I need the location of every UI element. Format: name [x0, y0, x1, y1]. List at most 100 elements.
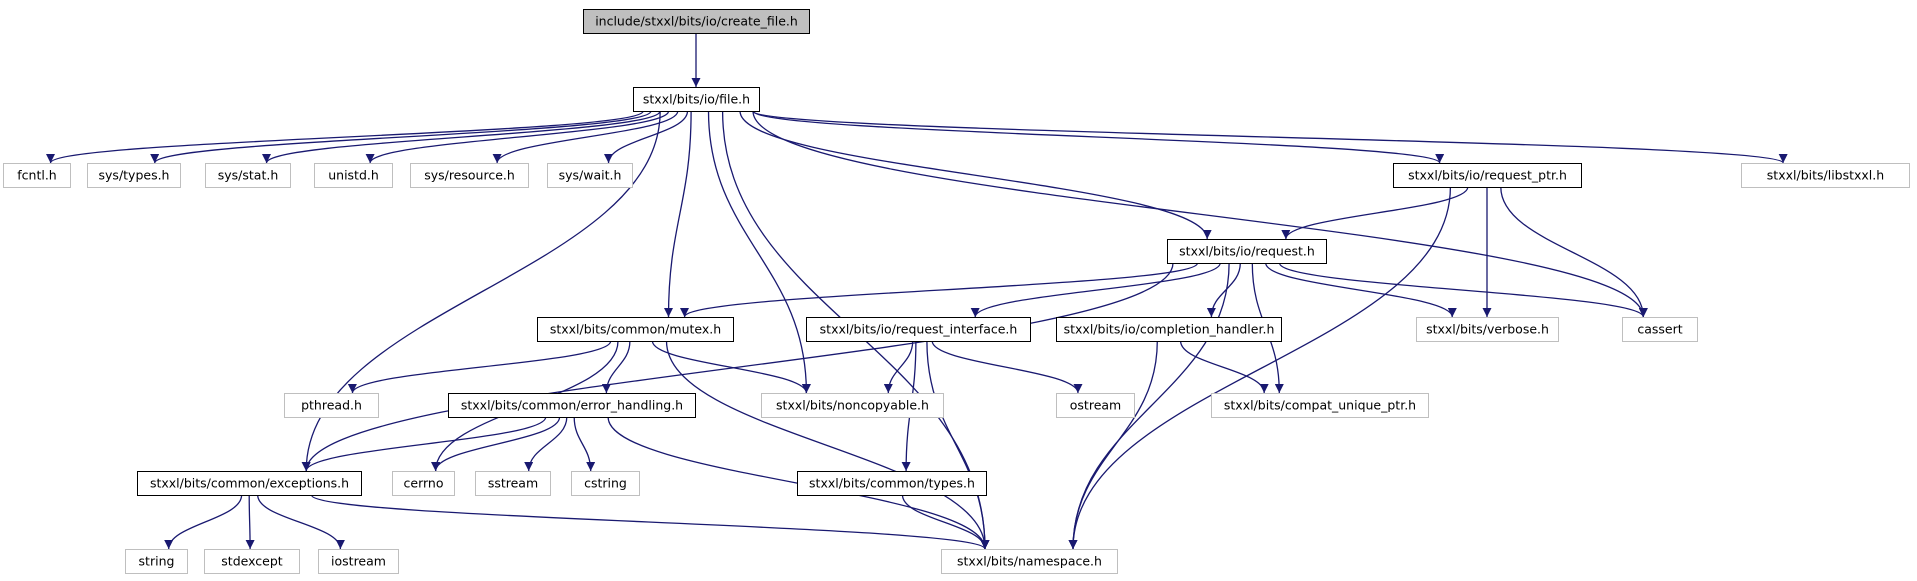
edge-mutex-to-namespace — [665, 340, 990, 550]
node-box — [475, 471, 551, 496]
edge-file-to-request_ptr — [752, 110, 1444, 164]
edge-exceptions-to-string — [164, 494, 243, 550]
edge-error_handling-to-cerrno — [431, 416, 561, 472]
node-box — [761, 393, 944, 418]
node-error_handling[interactable]: stxxl/bits/common/error_handling.h — [448, 393, 696, 418]
node-box — [137, 471, 362, 496]
node-label: pthread.h — [301, 398, 362, 413]
node-cstring: cstring — [571, 471, 640, 496]
node-box — [633, 87, 760, 112]
node-box — [571, 471, 640, 496]
node-box — [1393, 163, 1582, 188]
node-label: stxxl/bits/common/mutex.h — [550, 322, 721, 337]
node-label: fcntl.h — [17, 168, 56, 183]
node-box — [537, 317, 734, 342]
edge-request_ptr-to-request — [1281, 186, 1469, 240]
edge-completion_handler-to-compat_unique_ptr — [1179, 340, 1269, 394]
node-box — [1167, 239, 1327, 264]
node-box — [314, 163, 393, 188]
edge-file-to-cassert — [752, 110, 1648, 318]
node-noncopyable: stxxl/bits/noncopyable.h — [761, 393, 944, 418]
node-label: cassert — [1637, 322, 1682, 337]
edge-mutex-to-noncopyable — [651, 340, 811, 394]
node-box — [1622, 317, 1698, 342]
node-label: stxxl/bits/common/exceptions.h — [150, 476, 349, 491]
node-completion_handler[interactable]: stxxl/bits/io/completion_handler.h — [1056, 317, 1282, 342]
edge-file-to-libstxxl — [752, 110, 1788, 164]
edge-file-to-mutex — [664, 110, 692, 318]
edge-request_ptr-to-namespace — [1068, 186, 1452, 550]
node-string: string — [125, 549, 188, 574]
edge-exceptions-to-stdexcept — [245, 494, 255, 550]
node-create_file[interactable]: include/stxxl/bits/io/create_file.h — [583, 9, 810, 34]
node-box — [797, 471, 987, 496]
edge-file-to-sys_resource — [492, 110, 679, 164]
node-label: sys/types.h — [99, 168, 170, 183]
node-box — [583, 9, 810, 34]
node-request[interactable]: stxxl/bits/io/request.h — [1167, 239, 1327, 264]
node-fcntl: fcntl.h — [3, 163, 71, 188]
node-mutex[interactable]: stxxl/bits/common/mutex.h — [537, 317, 734, 342]
edge-mutex-to-pthread — [347, 340, 612, 394]
node-stdexcept: stdexcept — [204, 549, 300, 574]
node-file[interactable]: stxxl/bits/io/file.h — [633, 87, 760, 112]
node-cassert: cassert — [1622, 317, 1698, 342]
edge-request_interface-to-namespace — [926, 340, 990, 550]
node-box — [448, 393, 696, 418]
edge-file-to-request — [739, 110, 1212, 240]
node-box — [1741, 163, 1910, 188]
edge-file-to-noncopyable — [707, 110, 811, 394]
edge-file-to-fcntl — [46, 110, 644, 164]
node-label: stxxl/bits/common/types.h — [809, 476, 975, 491]
node-sys_wait: sys/wait.h — [547, 163, 633, 188]
node-label: sys/resource.h — [424, 168, 515, 183]
edge-request_interface-to-ostream — [931, 340, 1083, 394]
node-label: stxxl/bits/noncopyable.h — [776, 398, 929, 413]
node-label: cerrno — [404, 476, 444, 491]
node-label: stxxl/bits/compat_unique_ptr.h — [1224, 398, 1416, 413]
node-label: iostream — [331, 554, 386, 569]
node-box — [806, 317, 1031, 342]
node-box — [941, 549, 1118, 574]
edge-request-to-request_interface — [970, 262, 1221, 318]
edge-request-to-cassert — [1278, 262, 1648, 318]
node-request_interface[interactable]: stxxl/bits/io/request_interface.h — [806, 317, 1031, 342]
node-sys_stat: sys/stat.h — [205, 163, 291, 188]
node-box — [205, 163, 291, 188]
node-box — [284, 393, 379, 418]
node-sys_resource: sys/resource.h — [410, 163, 529, 188]
edge-error_handling-to-sstream — [524, 416, 568, 472]
node-ostream: ostream — [1056, 393, 1135, 418]
node-exceptions[interactable]: stxxl/bits/common/exceptions.h — [137, 471, 362, 496]
edge-error_handling-to-namespace — [607, 416, 990, 550]
node-pthread: pthread.h — [284, 393, 379, 418]
node-box — [1056, 393, 1135, 418]
edge-request_ptr-to-cassert — [1500, 186, 1648, 318]
node-compat_unique_ptr: stxxl/bits/compat_unique_ptr.h — [1211, 393, 1429, 418]
node-box — [410, 163, 529, 188]
edge-file-to-sys_stat — [262, 110, 661, 164]
node-label: stxxl/bits/namespace.h — [957, 554, 1102, 569]
edge-file-to-sys_types — [150, 110, 652, 164]
edge-exceptions-to-iostream — [257, 494, 345, 550]
node-label: stxxl/bits/io/file.h — [643, 92, 750, 107]
node-verbose: stxxl/bits/verbose.h — [1416, 317, 1559, 342]
node-iostream: iostream — [318, 549, 399, 574]
edge-file-to-unistd — [365, 110, 670, 164]
node-label: stxxl/bits/verbose.h — [1426, 322, 1549, 337]
node-common_types[interactable]: stxxl/bits/common/types.h — [797, 471, 987, 496]
node-request_ptr[interactable]: stxxl/bits/io/request_ptr.h — [1393, 163, 1582, 188]
node-label: stxxl/bits/io/request.h — [1179, 244, 1315, 259]
node-box — [318, 549, 399, 574]
node-label: unistd.h — [328, 168, 379, 183]
node-box — [1211, 393, 1429, 418]
node-label: stxxl/bits/io/request_interface.h — [820, 322, 1018, 337]
edge-error_handling-to-exceptions — [301, 416, 547, 472]
node-label: stxxl/bits/io/completion_handler.h — [1064, 322, 1275, 337]
node-box — [392, 471, 455, 496]
edge-common_types-to-namespace — [901, 494, 990, 550]
edge-file-to-sys_wait — [604, 110, 689, 164]
node-box — [204, 549, 300, 574]
dependency-edges — [46, 33, 1788, 550]
